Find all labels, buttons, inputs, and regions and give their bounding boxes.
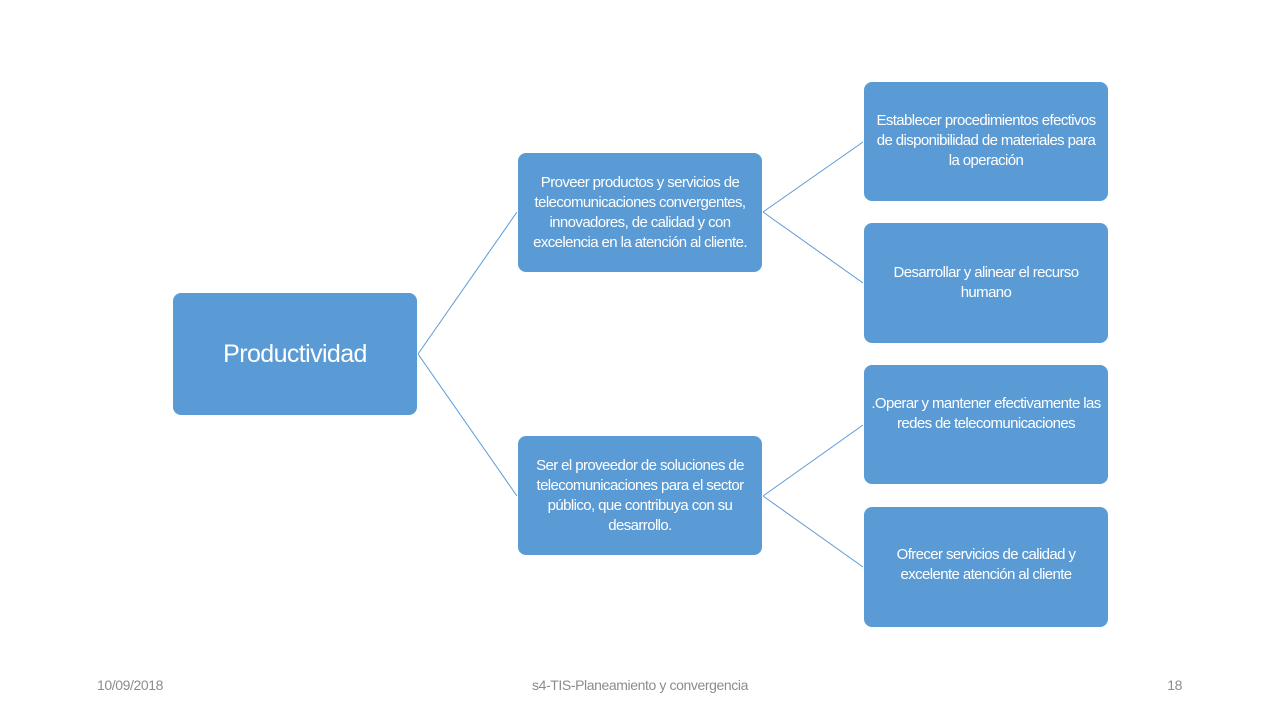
connector-branch-2-child-2 xyxy=(762,495,864,568)
leaf-node-2-1-label: .Operar y mantener efectivamente las red… xyxy=(871,395,1101,432)
branch-node-1-label: Proveer productos y servicios de telecom… xyxy=(533,173,747,251)
leaf-node-2-2: Ofrecer servicios de calidad y excelente… xyxy=(863,506,1109,628)
connector-branch-1-child-1 xyxy=(762,141,864,213)
connector-branch-2-child-1 xyxy=(762,424,864,497)
connector-root-branch-1 xyxy=(417,211,518,355)
root-node-label: Productividad xyxy=(223,339,367,368)
footer-title: s4-TIS-Planeamiento y convergencia xyxy=(532,677,748,693)
leaf-node-1-2: Desarrollar y alinear el recurso humano xyxy=(863,222,1109,344)
root-node-productividad: Productividad xyxy=(172,292,418,416)
leaf-node-2-1: .Operar y mantener efectivamente las red… xyxy=(863,364,1109,485)
connector-root-branch-2 xyxy=(417,353,518,497)
branch-node-2: Ser el proveedor de soluciones de teleco… xyxy=(517,435,763,556)
connector-branch-1-child-2 xyxy=(762,211,864,284)
leaf-node-1-1-label: Establecer procedimientos efectivos de d… xyxy=(876,112,1096,169)
leaf-node-2-2-label: Ofrecer servicios de calidad y excelente… xyxy=(896,546,1076,583)
leaf-node-1-1: Establecer procedimientos efectivos de d… xyxy=(863,81,1109,202)
leaf-node-1-2-label: Desarrollar y alinear el recurso humano xyxy=(893,264,1079,301)
footer-page-number: 18 xyxy=(1167,677,1182,693)
branch-node-2-label: Ser el proveedor de soluciones de teleco… xyxy=(536,456,744,534)
branch-node-1: Proveer productos y servicios de telecom… xyxy=(517,152,763,273)
footer-date: 10/09/2018 xyxy=(97,677,164,693)
